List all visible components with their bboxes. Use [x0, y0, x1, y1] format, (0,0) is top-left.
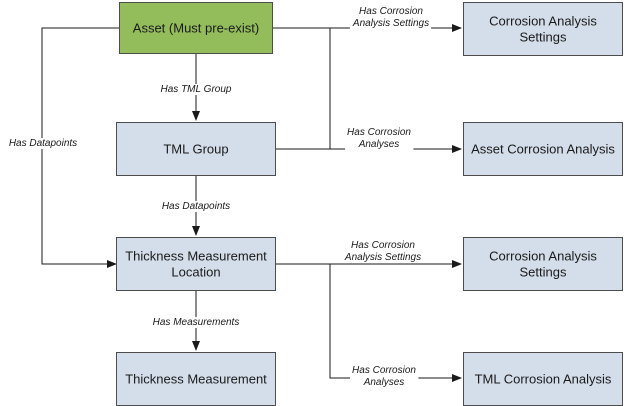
- node-tml-ca: TML Corrosion Analysis: [463, 352, 623, 406]
- node-label-line: Location: [171, 265, 220, 280]
- edge-label-backdrop: [341, 240, 424, 263]
- edge-label-has-tml-group: Has TML Group: [158, 84, 234, 95]
- node-box: [116, 352, 276, 406]
- node-asset-ca: Asset Corrosion Analysis: [463, 122, 623, 176]
- node-label-line: Thickness Measurement: [125, 249, 267, 264]
- node-label-line: Asset Corrosion Analysis: [471, 142, 615, 157]
- node-label-line: Corrosion Analysis: [489, 249, 597, 264]
- edge-label-line: Analyses: [363, 377, 405, 388]
- node-label-line: TML Group: [163, 142, 228, 157]
- node-label-line: Settings: [520, 265, 567, 280]
- edge-label-has-measurements: Has Measurements: [150, 317, 242, 328]
- node-label-line: Asset (Must pre-exist): [133, 21, 259, 36]
- node-box: [463, 237, 623, 291]
- node-box: [463, 2, 623, 56]
- edge-label-line: Analysis Settings: [344, 252, 421, 263]
- edge-label-line: Has Measurements: [153, 317, 240, 328]
- edge-label-line: Has Datapoints: [162, 201, 230, 212]
- edge-label-line: Analysis Settings: [352, 18, 429, 29]
- node-label-line: TML Corrosion Analysis: [475, 372, 612, 387]
- edge-label-backdrop: [350, 365, 419, 388]
- node-box: [463, 352, 623, 406]
- edge-label-backdrop: [150, 317, 242, 328]
- edge-label-line: Has TML Group: [161, 84, 232, 95]
- node-label-line: Thickness Measurement: [125, 372, 267, 387]
- edge-label-line: Has Corrosion: [359, 6, 423, 17]
- edge-tml-to-tml-ca: [329, 264, 462, 382]
- node-label-line: Corrosion Analysis: [489, 14, 597, 29]
- node-box: [119, 2, 273, 54]
- edge-label-backdrop: [349, 6, 432, 29]
- node-box: [463, 122, 623, 176]
- edge-label-line: Has Datapoints: [9, 138, 77, 149]
- node-asset: Asset (Must pre-exist): [119, 2, 273, 54]
- node-label-line: Settings: [520, 30, 567, 45]
- node-measurement: Thickness Measurement: [116, 352, 276, 406]
- edge-label-backdrop: [159, 201, 233, 212]
- node-tml-group: TML Group: [116, 122, 276, 176]
- edge-label-backdrop: [345, 127, 414, 150]
- edge-label-has-datapoints-left: Has Datapoints: [6, 138, 80, 149]
- node-box: [116, 237, 276, 291]
- edge-label-backdrop: [6, 138, 80, 149]
- edge-label-line: Has Corrosion: [352, 365, 416, 376]
- edge-label-backdrop: [158, 84, 234, 95]
- node-box: [116, 122, 276, 176]
- edge-label-line: Has Corrosion: [351, 240, 415, 251]
- edge-label-has-datapoints: Has Datapoints: [159, 201, 233, 212]
- edge-label-line: Has Corrosion: [347, 127, 411, 138]
- edge-label-line: Analyses: [358, 139, 400, 150]
- edge-tml-group-to-settings-branch: [276, 28, 331, 150]
